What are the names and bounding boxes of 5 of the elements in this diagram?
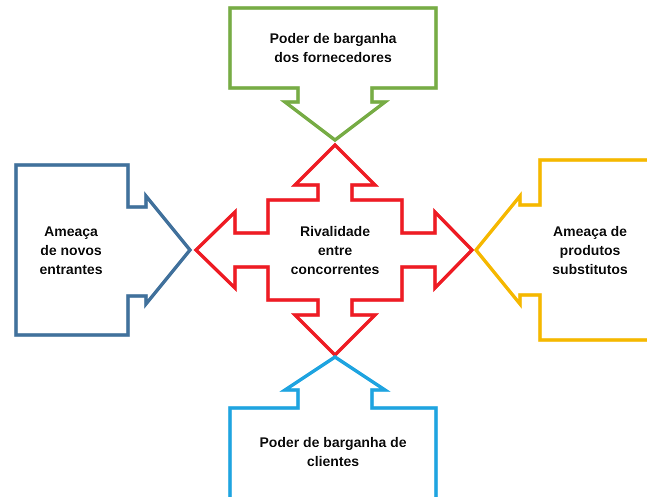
- force-label: Rivalidade entre concorrentes: [290, 222, 380, 278]
- force-label: Ameaça de produtos substitutos: [551, 222, 629, 278]
- force-label: Poder de barganha dos fornecedores: [268, 29, 398, 67]
- force-label: Poder de barganha de clientes: [258, 433, 408, 471]
- force-label: Ameaça de novos entrantes: [38, 222, 104, 278]
